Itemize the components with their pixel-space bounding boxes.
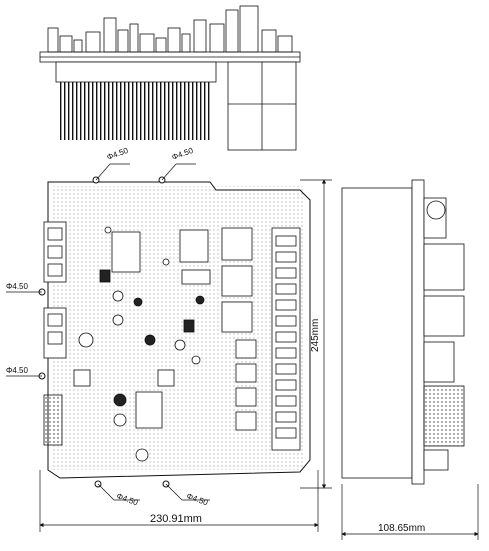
hole-label-5: Φ4.50: [115, 491, 139, 507]
top-elevation-view: [39, 5, 301, 151]
dimension-lines: [6, 163, 479, 540]
hole-label-6: Φ4.50: [185, 491, 209, 507]
hole-label-4: Φ4.50: [6, 366, 29, 375]
height-dimension-label: 245mm: [310, 319, 321, 352]
hole-label-2: Φ4.50: [171, 146, 195, 162]
hole-label-3: Φ4.50: [6, 282, 29, 291]
width-dimension-label: 230.91mm: [150, 513, 202, 525]
hole-label-1: Φ4.50: [106, 146, 130, 162]
board-front-view: [38, 176, 311, 488]
depth-dimension-label: 108.65mm: [378, 523, 425, 534]
side-elevation-view: [341, 179, 465, 485]
